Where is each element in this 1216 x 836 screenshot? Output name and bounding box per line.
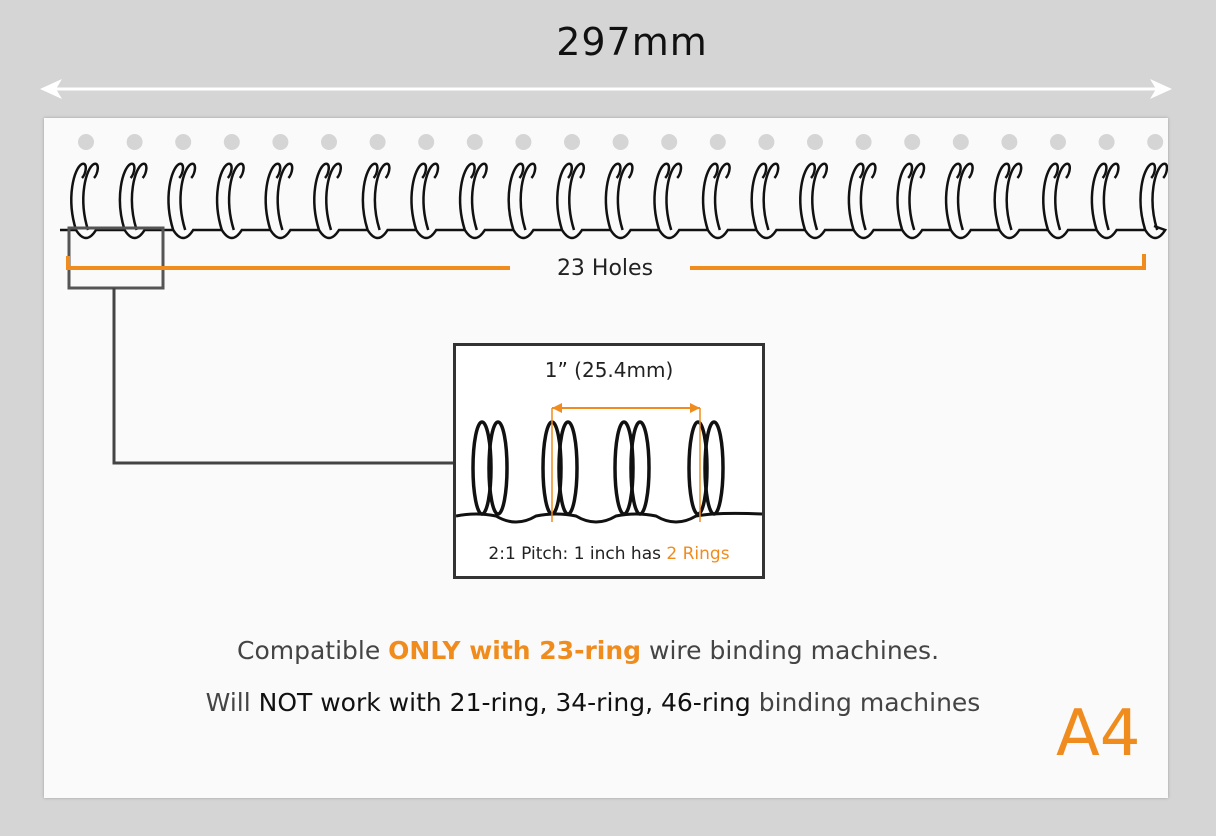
binding-hole — [466, 134, 483, 150]
wire-ring — [458, 162, 488, 231]
binding-hole — [904, 134, 921, 150]
pitch-arrow-left — [552, 403, 562, 413]
line2-post: binding machines — [750, 688, 981, 717]
line1-accent: ONLY with 23-ring — [388, 636, 642, 665]
coil-base-wire — [60, 224, 1168, 240]
pitch-note: 2:1 Pitch: 1 inch has 2 Rings — [456, 544, 762, 564]
wire-ring — [1139, 162, 1168, 231]
pitch-note-prefix: 2:1 Pitch: 1 inch has — [488, 544, 667, 564]
zoom-ring — [687, 420, 709, 516]
line1-post: wire binding machines. — [641, 636, 940, 665]
zoom-ring — [557, 420, 579, 516]
wire-ring — [556, 162, 585, 231]
wire-ring — [653, 162, 683, 231]
wire-ring — [944, 162, 974, 231]
zoom-ring — [471, 420, 493, 516]
wire-ring — [799, 162, 828, 231]
line1-pre: Compatible — [236, 636, 389, 665]
binding-hole — [78, 134, 94, 150]
paper-size-label: A4 — [1056, 697, 1141, 771]
pitch-arrow-right — [690, 403, 700, 413]
binding-hole — [223, 134, 240, 150]
wire-ring — [604, 162, 634, 231]
binding-hole — [952, 134, 969, 150]
wire-ring — [1090, 162, 1120, 231]
wire-ring — [507, 162, 537, 231]
line2-bold: NOT work with 21-ring, 34-ring, 46-ring — [258, 688, 751, 717]
zoom-ring — [629, 420, 651, 516]
wire-ring — [313, 162, 342, 231]
binding-hole — [126, 134, 143, 150]
binding-hole — [709, 134, 726, 150]
zoom-ring — [613, 420, 635, 516]
binding-hole — [369, 134, 386, 150]
binding-hole — [758, 134, 775, 150]
wire-ring — [1042, 162, 1071, 231]
wire-ring — [118, 162, 148, 231]
binding-hole — [272, 134, 289, 150]
binding-hole — [418, 134, 435, 150]
binding-hole — [321, 134, 337, 150]
wire-ring — [70, 162, 99, 231]
wire-binding-coil — [60, 134, 1168, 240]
wire-ring — [361, 162, 391, 231]
zoomed-wire-rings — [456, 403, 762, 524]
wire-ring — [701, 162, 731, 231]
binding-hole — [175, 134, 192, 150]
binding-hole — [1098, 134, 1115, 150]
wire-ring — [896, 162, 926, 231]
pitch-zoom-box: 1” (25.4mm) 2:1 Pitch: 1 inch has 2 Ring… — [453, 343, 765, 579]
wire-ring — [993, 162, 1023, 231]
wire-ring — [215, 162, 245, 231]
width-dimension-label: 297mm — [556, 20, 708, 64]
binding-hole — [855, 134, 872, 150]
zoom-base-wire — [456, 511, 762, 524]
wire-ring — [264, 162, 294, 231]
wire-ring — [750, 162, 780, 231]
wire-ring — [410, 162, 440, 231]
zoom-ring — [703, 420, 725, 516]
binding-hole — [515, 134, 532, 150]
zoom-ring — [487, 420, 509, 516]
binding-hole — [612, 134, 629, 150]
pitch-measure-label: 1” (25.4mm) — [544, 358, 674, 382]
wire-ring — [847, 162, 877, 231]
pitch-note-accent: 2 Rings — [666, 544, 730, 564]
binding-hole — [1147, 134, 1164, 150]
line2-pre: Will — [205, 688, 259, 717]
binding-hole — [564, 134, 580, 150]
width-dimension-arrow — [40, 79, 1172, 99]
binding-hole — [1001, 134, 1018, 150]
binding-hole — [807, 134, 823, 150]
compatibility-line: Compatible ONLY with 23-ring wire bindin… — [0, 636, 1176, 665]
incompatibility-line: Will NOT work with 21-ring, 34-ring, 46-… — [0, 688, 1186, 717]
binding-hole — [1050, 134, 1066, 150]
binding-hole — [661, 134, 678, 150]
wire-ring — [167, 162, 197, 231]
holes-count-label: 23 Holes — [520, 256, 690, 281]
